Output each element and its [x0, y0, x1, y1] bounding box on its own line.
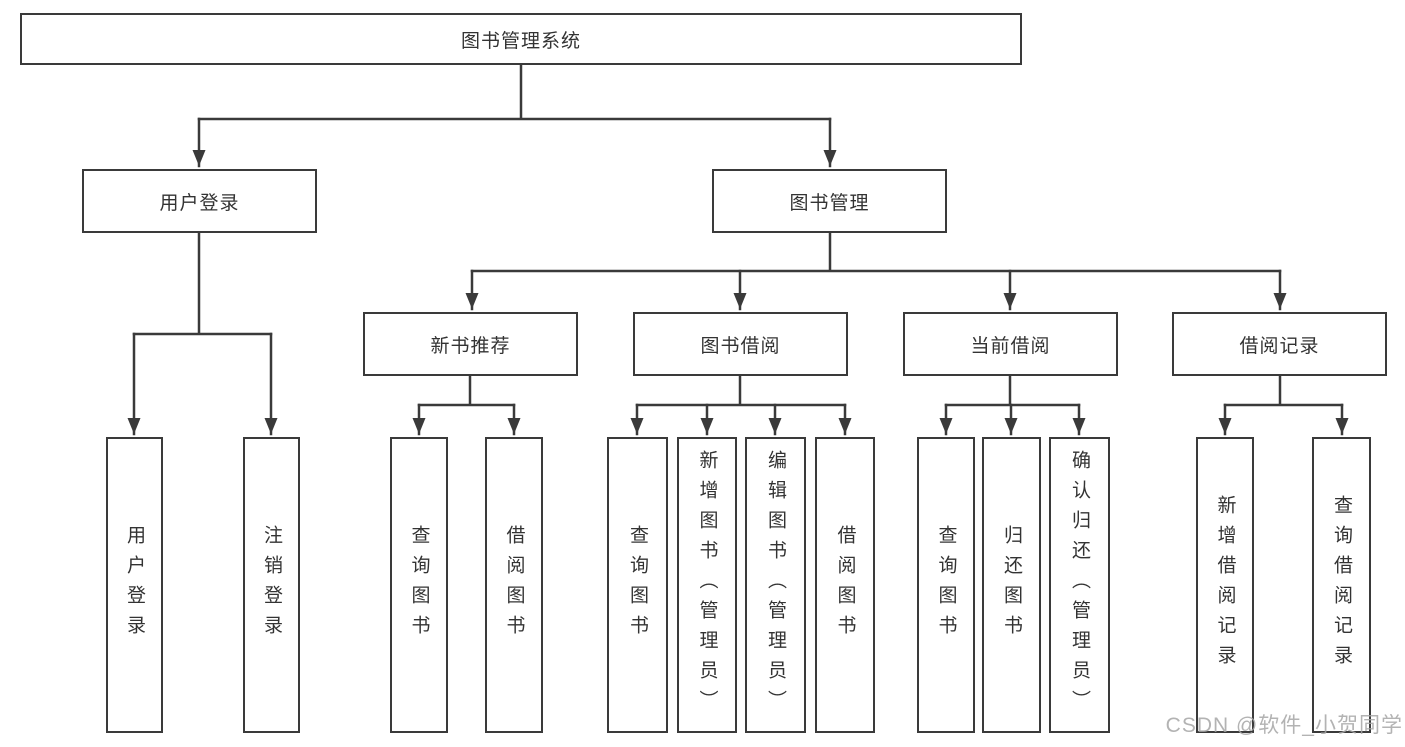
connector-login-to-leaves — [127, 231, 278, 436]
leaf-label: 查询图书 — [408, 525, 430, 645]
leaf-borrow-books: 借阅图书 — [815, 437, 875, 733]
leaf-query-books-current: 查询图书 — [917, 437, 975, 733]
leaf-label: 查询借阅记录 — [1331, 495, 1352, 675]
leaf-label: 新增借阅记录 — [1214, 495, 1236, 675]
node-borrow-records: 借阅记录 — [1172, 312, 1387, 376]
node-user-login: 用户登录 — [82, 169, 317, 233]
leaf-logout-label: 注销登录 — [261, 525, 282, 645]
leaf-edit-book-admin: 编辑图书（管理员） — [745, 437, 806, 733]
csdn-watermark: CSDN @软件_小贺同学 — [1165, 714, 1403, 737]
leaf-borrow-books-recommend: 借阅图书 — [485, 437, 543, 733]
leaf-add-book-admin: 新增图书（管理员） — [677, 437, 737, 733]
leaf-return-books: 归还图书 — [982, 437, 1041, 733]
leaf-user-login-label: 用户登录 — [124, 525, 145, 645]
leaf-label: 确认归还（管理员） — [1069, 450, 1090, 720]
connector-bookborrow-to-leaves — [630, 374, 852, 436]
node-current-borrow: 当前借阅 — [903, 312, 1118, 376]
connector-records-to-leaves — [1218, 374, 1349, 436]
leaf-label: 新增图书（管理员） — [696, 450, 718, 720]
leaf-label: 借阅图书 — [503, 525, 525, 645]
leaf-query-borrow-record: 查询借阅记录 — [1312, 437, 1371, 733]
leaf-label: 编辑图书（管理员） — [765, 450, 786, 720]
connector-root-to-level2 — [192, 63, 837, 168]
leaf-label: 查询图书 — [935, 525, 957, 645]
leaf-user-login: 用户登录 — [106, 437, 163, 733]
node-root: 图书管理系统 — [20, 13, 1022, 65]
leaf-logout: 注销登录 — [243, 437, 300, 733]
node-new-book-recommend: 新书推荐 — [363, 312, 578, 376]
leaf-query-books-borrow: 查询图书 — [607, 437, 668, 733]
connector-manage-to-sections — [465, 231, 1287, 311]
leaf-label: 查询图书 — [627, 525, 648, 645]
leaf-label: 归还图书 — [1001, 525, 1022, 645]
leaf-confirm-return-admin: 确认归还（管理员） — [1049, 437, 1110, 733]
node-book-management: 图书管理 — [712, 169, 947, 233]
leaf-add-borrow-record: 新增借阅记录 — [1196, 437, 1254, 733]
leaf-label: 借阅图书 — [834, 525, 856, 645]
leaf-query-books-recommend: 查询图书 — [390, 437, 448, 733]
connector-currentborrow-to-leaves — [939, 374, 1086, 436]
node-book-borrow: 图书借阅 — [633, 312, 848, 376]
connector-newbook-to-leaves — [412, 374, 521, 436]
